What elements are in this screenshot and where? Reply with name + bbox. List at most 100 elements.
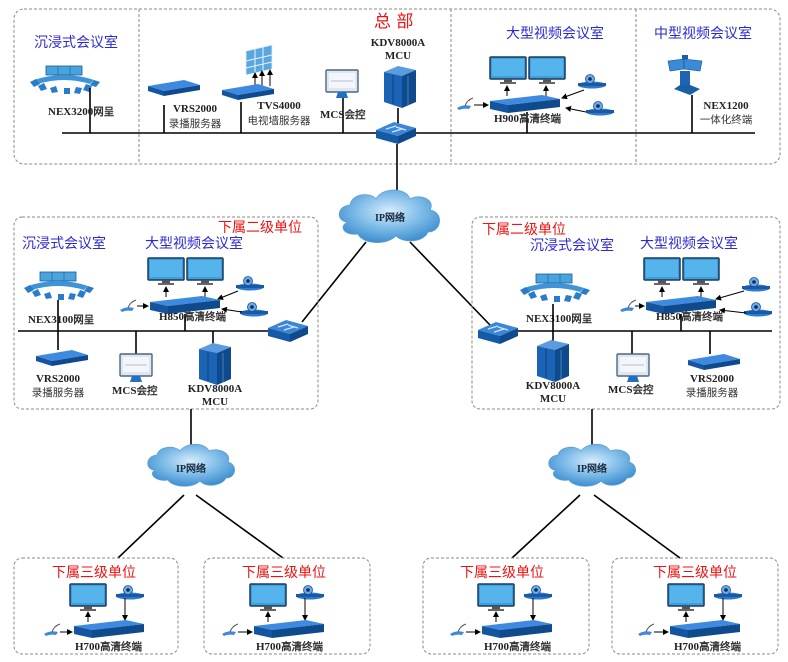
- room-title-immersive: 沉浸式会议室: [34, 34, 118, 51]
- tertiary-unit: 下属三级单位 H700高清终端: [13, 557, 179, 655]
- vrs2000-model: VRS2000: [36, 373, 81, 385]
- room-title-large: 大型视频会议室: [506, 25, 604, 42]
- camera-icon: [239, 302, 269, 317]
- tvs4000-model: TVS4000: [257, 100, 301, 112]
- ip-network-cloud: [147, 443, 235, 487]
- microphone-icon: [637, 623, 655, 637]
- vrs2000-desc: 录播服务器: [169, 117, 222, 130]
- tvs4000-desc: 电视墙服务器: [248, 114, 311, 127]
- headquarters-title: 总 部: [374, 12, 413, 32]
- hd-terminal-icon: [490, 95, 560, 113]
- tertiary-unit-title: 下属三级单位: [460, 565, 544, 581]
- network-switch-icon: [267, 319, 309, 343]
- microphone-icon: [619, 299, 637, 313]
- hd-terminal-icon: [74, 620, 144, 638]
- nex3100-label: NEX3100网呈: [28, 314, 95, 326]
- room-title-immersive: 沉浸式会议室: [22, 235, 106, 252]
- mcs-label: MCS会控: [608, 383, 654, 396]
- h850-label: H850高清终端: [656, 310, 724, 323]
- display-icon: [643, 257, 681, 286]
- network-switch-icon: [375, 121, 417, 145]
- mcu-type: MCU: [540, 393, 566, 405]
- room-title-immersive: 沉浸式会议室: [530, 237, 614, 254]
- microphone-icon: [43, 623, 61, 637]
- h900-label: H900高清终端: [494, 112, 562, 125]
- microphone-icon: [449, 623, 467, 637]
- tertiary-unit-title: 下属三级单位: [653, 565, 737, 581]
- nex1200-model: NEX1200: [703, 100, 749, 112]
- telepresence-icon: [519, 273, 591, 303]
- h700-label: H700高清终端: [484, 640, 552, 653]
- ip-network-cloud: [338, 189, 440, 243]
- camera-icon: [585, 101, 615, 116]
- mcs-console-icon: [325, 69, 359, 99]
- mcs-console-icon: [119, 353, 153, 383]
- mcs-console-icon: [616, 353, 650, 383]
- ip-network-cloud: [548, 443, 636, 487]
- camera-icon: [115, 585, 145, 600]
- integrated-terminal-icon: [667, 54, 703, 96]
- nex3200-model: NEX3200网呈: [48, 106, 115, 118]
- recording-server-icon: [36, 350, 88, 366]
- secondary-unit-title: 下属二级单位: [218, 220, 302, 236]
- mcu-server-icon: [536, 339, 570, 383]
- recording-server-icon: [148, 80, 200, 96]
- room-title-large: 大型视频会议室: [145, 235, 243, 252]
- room-title-medium: 中型视频会议室: [654, 25, 752, 42]
- display-icon: [69, 583, 107, 612]
- mcu-server-icon: [198, 342, 232, 386]
- recording-server-icon: [688, 354, 740, 370]
- hq-mcs-label: MCS会控: [320, 108, 366, 121]
- camera-icon: [523, 585, 553, 600]
- telepresence-icon: [23, 271, 95, 301]
- tertiary-unit: 下属三级单位 H700高清终端: [422, 557, 590, 655]
- hd-terminal-icon: [670, 620, 740, 638]
- secondary-unit-left-region: [13, 216, 319, 410]
- display-icon: [477, 583, 515, 612]
- display-icon: [667, 583, 705, 612]
- secondary-unit-title: 下属二级单位: [482, 222, 566, 238]
- display-icon: [682, 257, 720, 286]
- vrs2000-model: VRS2000: [690, 373, 735, 385]
- camera-icon: [741, 277, 771, 292]
- nex3100-label: NEX3100网呈: [526, 313, 593, 325]
- tertiary-unit: 下属三级单位 H700高清终端: [203, 557, 371, 655]
- hd-terminal-icon: [482, 620, 552, 638]
- ip-network-label: IP网络: [176, 462, 206, 475]
- vrs2000-desc: 录播服务器: [32, 386, 85, 399]
- camera-icon: [713, 585, 743, 600]
- mcu-model: KDV8000A: [188, 383, 242, 395]
- vrs2000-model: VRS2000: [173, 103, 218, 115]
- vrs2000-desc: 录播服务器: [686, 386, 739, 399]
- hq-mcu-type: MCU: [385, 50, 411, 62]
- mcu-model: KDV8000A: [526, 380, 580, 392]
- hd-terminal-icon: [254, 620, 324, 638]
- nex1200-desc: 一体化终端: [700, 113, 753, 126]
- tv-wall-server-icon: [222, 84, 274, 100]
- display-icon: [147, 257, 185, 286]
- mcs-label: MCS会控: [112, 384, 158, 397]
- camera-icon: [577, 74, 607, 89]
- mcu-server-icon: [383, 65, 417, 109]
- display-icon: [249, 583, 287, 612]
- display-icon: [489, 56, 527, 85]
- camera-icon: [235, 276, 265, 291]
- ip-network-label: IP网络: [577, 462, 607, 475]
- video-wall-icon: [245, 44, 273, 76]
- microphone-icon: [221, 623, 239, 637]
- room-title-large: 大型视频会议室: [640, 235, 738, 252]
- secondary-unit-right-region: [471, 216, 781, 410]
- h850-label: H850高清终端: [159, 310, 227, 323]
- network-switch-icon: [477, 321, 519, 345]
- tertiary-unit-title: 下属三级单位: [52, 565, 136, 581]
- microphone-icon: [119, 299, 137, 313]
- h700-label: H700高清终端: [674, 640, 742, 653]
- mcu-type: MCU: [202, 396, 228, 408]
- display-icon: [186, 257, 224, 286]
- h700-label: H700高清终端: [256, 640, 324, 653]
- tertiary-unit: 下属三级单位 H700高清终端: [611, 557, 779, 655]
- hq-mcu-model: KDV8000A: [371, 37, 425, 49]
- microphone-icon: [456, 97, 474, 111]
- camera-icon: [295, 585, 325, 600]
